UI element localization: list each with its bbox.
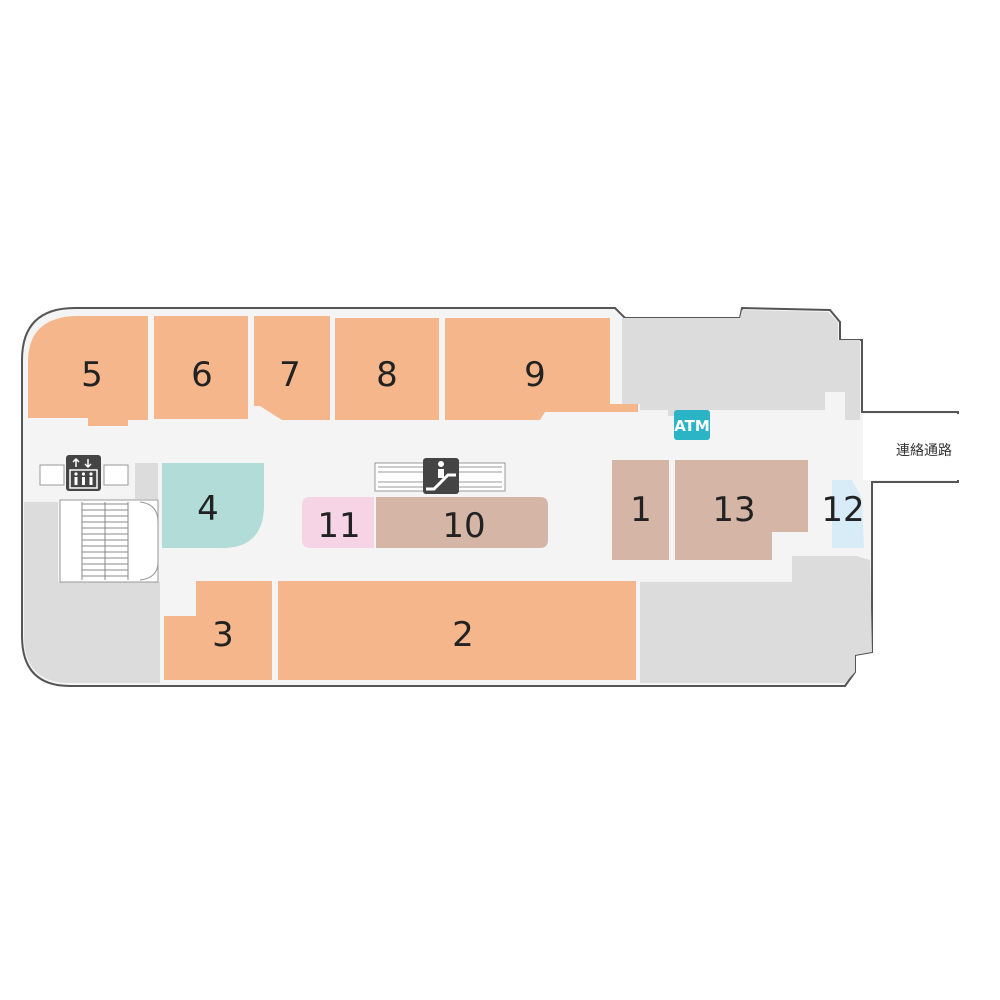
shop-2-number: 2 xyxy=(452,615,474,655)
shop-2[interactable] xyxy=(278,581,636,680)
shop-10-number: 10 xyxy=(442,506,485,546)
shop-10[interactable] xyxy=(376,497,548,548)
elevator-icon xyxy=(66,455,101,491)
service-area-top-right xyxy=(622,310,860,420)
shop-6-number: 6 xyxy=(191,355,213,395)
shop-13-number: 13 xyxy=(712,490,755,530)
door-arc-top xyxy=(139,501,159,523)
service-area-bottom-right xyxy=(640,556,872,683)
shop-7[interactable] xyxy=(254,316,330,420)
corridor-label: 連絡通路 xyxy=(896,443,952,459)
stairs-icon xyxy=(59,499,159,583)
shop-9[interactable] xyxy=(445,318,638,420)
shop-4-number: 4 xyxy=(197,489,219,529)
shop-8-number: 8 xyxy=(376,355,398,395)
shop-13[interactable] xyxy=(675,460,808,560)
shop-5-number: 5 xyxy=(81,355,103,395)
shop-12-number: 12 xyxy=(821,490,864,530)
shop-1[interactable] xyxy=(612,460,669,560)
shop-7-number: 7 xyxy=(279,355,301,395)
shop-11[interactable] xyxy=(302,497,374,548)
shop-11-number: 11 xyxy=(317,506,360,546)
shop-1-number: 1 xyxy=(630,490,652,530)
shop-6[interactable] xyxy=(154,316,248,419)
shop-5[interactable] xyxy=(28,316,148,426)
shop-3[interactable] xyxy=(164,581,272,680)
shop-9-number: 9 xyxy=(524,355,546,395)
elevator-area xyxy=(39,464,129,486)
service-area-bottom-left xyxy=(24,502,160,683)
shop-12[interactable] xyxy=(832,480,864,548)
escalator-icon xyxy=(423,458,459,494)
atm-label: ATM xyxy=(674,417,710,435)
door-arc-bottom xyxy=(139,561,159,581)
service-area-small xyxy=(135,463,158,499)
atm-badge: ATM xyxy=(674,410,710,440)
shop-8[interactable] xyxy=(335,318,439,420)
shop-4[interactable] xyxy=(162,463,264,548)
shop-3-number: 3 xyxy=(212,615,234,655)
